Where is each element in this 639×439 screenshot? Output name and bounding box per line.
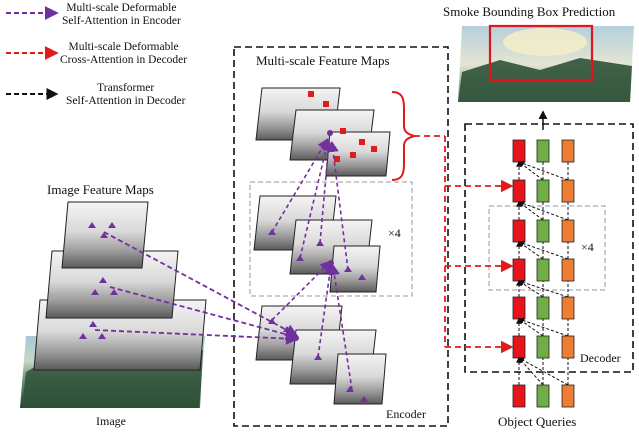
decoder-self-attn-arrow — [517, 160, 569, 181]
decoder-token-r4-c0 — [512, 296, 526, 320]
encoder-mid-stack — [253, 195, 381, 293]
decoder-token-r5-c2 — [561, 335, 575, 359]
query-orange — [561, 384, 575, 408]
decoder-token-r2-c2 — [561, 219, 575, 243]
image-feature-maps — [33, 201, 207, 371]
decoder-token-r3-c1 — [536, 258, 550, 282]
decoder-token-r1-c0 — [512, 179, 526, 203]
decoder-token-r2-c0 — [512, 219, 526, 243]
purple-arrows-input — [94, 231, 299, 345]
decoder-self-attn-arrow — [518, 280, 544, 298]
decoder-self-attn-arrow — [517, 279, 569, 298]
decoder-self-attn-arrow — [518, 161, 544, 181]
decoder-self-attn-arrow — [518, 201, 544, 221]
decoder-self-attn-arrow — [517, 317, 569, 337]
legend-red-line2: Cross-Attention in Decoder — [60, 54, 188, 66]
legend-red-line1: Multi-scale Deformable — [68, 41, 179, 53]
decoder-token-r5-c1 — [536, 335, 550, 359]
legend-black-line2: Self-Attention in Decoder — [66, 95, 186, 107]
decoder-self-attn-arrow — [517, 200, 569, 221]
encoder-top-stack — [255, 87, 391, 177]
purple-arrows-encoder — [271, 138, 353, 391]
decoder-token-r4-c2 — [561, 296, 575, 320]
legend-black-line1: Transformer — [97, 82, 155, 94]
encoder-label: Encoder — [386, 407, 426, 421]
red-sample-points — [308, 91, 377, 162]
smoke-bounding-box — [488, 24, 594, 82]
decoder-self-attn-arrow — [517, 357, 569, 386]
decoder-self-attn-arrow — [518, 241, 544, 260]
encoder-bottom-stack — [255, 305, 387, 405]
purple-sample-points — [79, 130, 368, 402]
legend-purple-line1: Multi-scale Deformable — [66, 2, 177, 14]
red-arrows — [414, 135, 514, 354]
decoder-token-r3-c0 — [512, 258, 526, 282]
image-feature-maps-label: Image Feature Maps — [47, 182, 154, 197]
query-green — [536, 384, 550, 408]
decoder-token-r1-c1 — [536, 179, 550, 203]
query-red — [512, 384, 526, 408]
decoder-token-r0-c1 — [536, 139, 550, 163]
decoder-box — [464, 123, 634, 373]
decoder-columns — [512, 139, 575, 386]
decoder-token-r5-c0 — [512, 335, 526, 359]
decoder-token-r1-c2 — [561, 179, 575, 203]
decoder-token-r2-c1 — [536, 219, 550, 243]
legend-purple-text: Multi-scale Deformable Self-Attention in… — [62, 2, 181, 28]
prediction-image — [458, 24, 634, 102]
multiscale-feature-maps-label: Multi-scale Feature Maps — [256, 53, 390, 68]
decoder-token-r0-c0 — [512, 139, 526, 163]
decoder-repeat-label: ×4 — [581, 240, 594, 254]
object-queries — [512, 384, 575, 408]
legend-black-text: Transformer Self-Attention in Decoder — [66, 82, 185, 108]
decoder-token-r3-c2 — [561, 258, 575, 282]
image-label: Image — [96, 414, 126, 428]
decoder-token-r0-c2 — [561, 139, 575, 163]
smoke-prediction-label: Smoke Bounding Box Prediction — [443, 4, 616, 19]
encoder-repeat-label: ×4 — [388, 226, 401, 240]
encoder-repeat-box — [249, 181, 413, 297]
encoder-box — [233, 46, 449, 427]
legend-purple-line2: Self-Attention in Encoder — [62, 15, 181, 27]
decoder-token-r4-c1 — [536, 296, 550, 320]
legend-red-text: Multi-scale Deformable Cross-Attention i… — [60, 41, 187, 67]
decoder-self-attn-arrow — [517, 240, 569, 260]
decoder-label: Decoder — [580, 351, 621, 365]
red-brace — [391, 91, 418, 181]
object-queries-label: Object Queries — [498, 414, 577, 429]
decoder-self-attn-arrow — [518, 318, 544, 337]
